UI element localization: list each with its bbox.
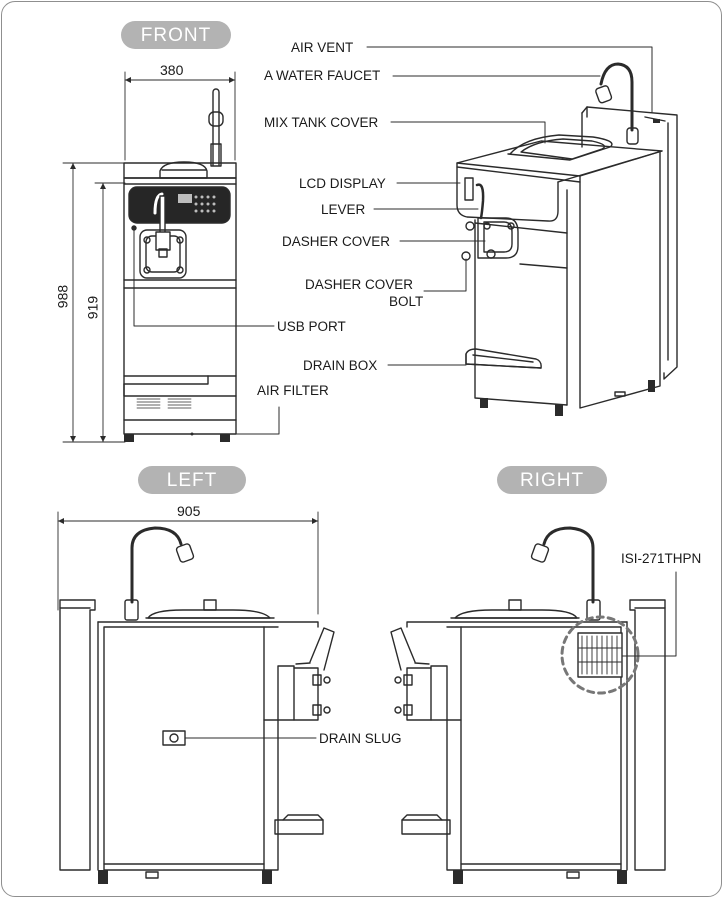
drain-slug-label: DRAIN SLUG — [319, 731, 402, 746]
lcd-display-label: LCD DISPLAY — [299, 176, 386, 191]
left-depth-dimension: 905 — [177, 503, 201, 519]
lever-label: LEVER — [321, 202, 366, 217]
body-height-dimension: 919 — [84, 295, 101, 320]
dasher-cover-label: DASHER COVER — [282, 234, 391, 249]
drain-box-label: DRAIN BOX — [303, 358, 378, 373]
total-height-dimension: 988 — [54, 284, 71, 309]
air-filter-label: AIR FILTER — [257, 383, 329, 398]
model-number-label: ISI-271THPN — [621, 551, 702, 566]
dasher-cover-bolt-label-line2: BOLT — [389, 294, 424, 309]
usb-port-label: USB PORT — [277, 319, 346, 334]
dasher-cover-bolt-label-line1: DASHER COVER — [305, 277, 414, 292]
front-width-dimension: 380 — [160, 62, 184, 78]
isometric-view-drawing — [366, 46, 678, 416]
left-view-label: LEFT — [138, 466, 246, 494]
air-vent-label: AIR VENT — [291, 40, 354, 55]
front-view-label: FRONT — [121, 21, 231, 49]
water-faucet-label: A WATER FAUCET — [264, 68, 381, 83]
right-view-drawing — [390, 526, 677, 884]
left-view-drawing — [57, 511, 335, 884]
mix-tank-cover-label: MIX TANK COVER — [264, 115, 379, 130]
right-view-label: RIGHT — [497, 466, 607, 494]
front-view-drawing — [62, 71, 280, 443]
